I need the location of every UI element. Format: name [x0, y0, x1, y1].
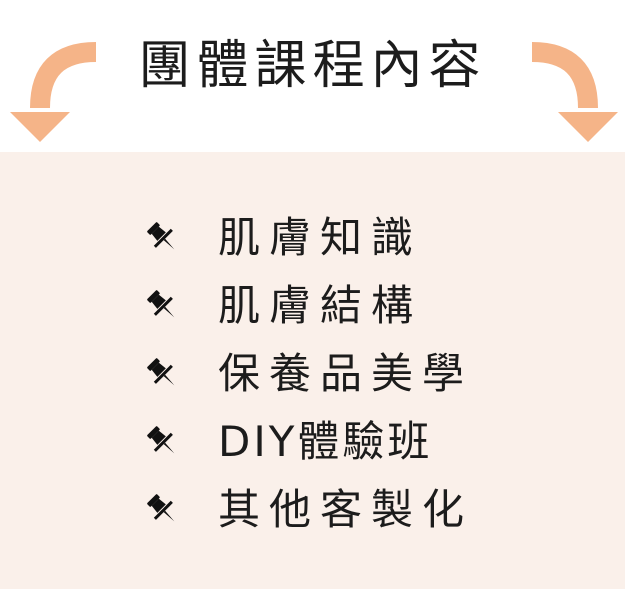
course-list-panel: 肌膚知識 肌膚結構 保養品美學 [0, 152, 625, 589]
header: 團體課程內容 [0, 0, 625, 152]
page-title: 團體課程內容 [138, 36, 487, 96]
curved-arrow-down-right-icon [531, 42, 618, 142]
curved-arrow-down-left-icon [10, 42, 97, 142]
list-item: 肌膚知識 [146, 208, 422, 268]
pushpin-icon [147, 290, 175, 318]
list-item: 其他客製化 [146, 480, 473, 540]
item-label: 其他客製化 [218, 485, 474, 534]
item-label: 肌膚知識 [218, 213, 423, 262]
pushpin-icon [147, 222, 175, 250]
list-item: 保養品美學 [146, 344, 473, 404]
list-item: DIY體驗班 [146, 412, 432, 472]
item-label: DIY體驗班 [218, 417, 433, 466]
list-item: 肌膚結構 [146, 276, 422, 336]
item-label: 保養品美學 [218, 349, 474, 398]
pushpin-icon [147, 358, 175, 386]
pushpin-icon [147, 494, 175, 522]
pushpin-icon [147, 426, 175, 454]
item-label: 肌膚結構 [218, 281, 423, 330]
